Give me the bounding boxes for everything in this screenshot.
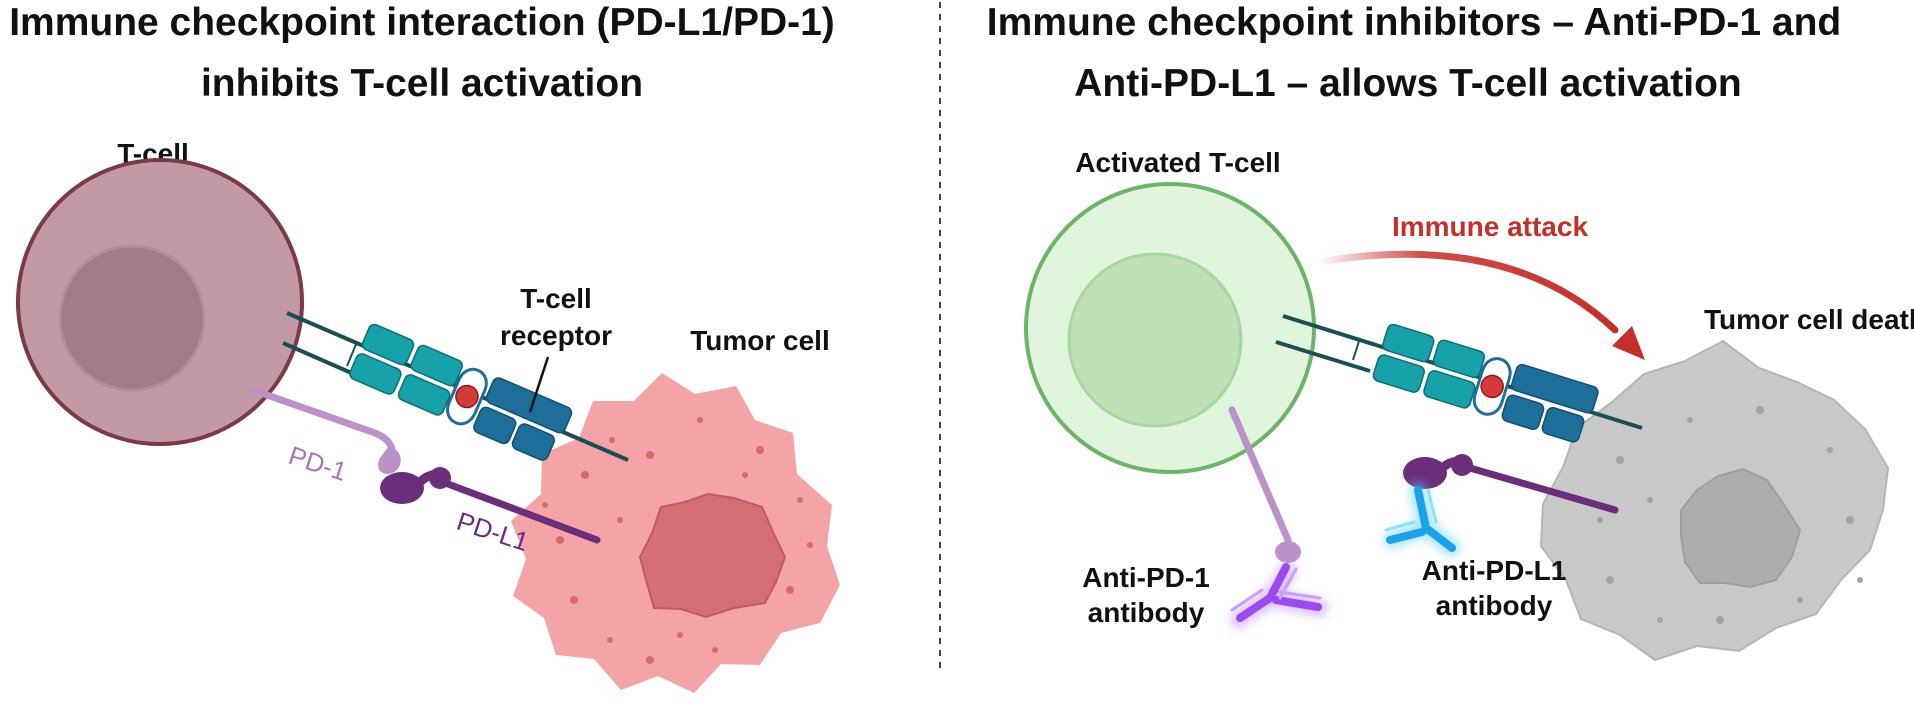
left-panel: Immune checkpoint interaction (PD-L1/PD-… (9, 1, 840, 693)
anti-pd-l1-antibody-icon (1384, 482, 1460, 556)
tumor-cell-label: Tumor cell (690, 325, 830, 356)
tcr-pointer-line (528, 356, 550, 413)
immune-attack-label: Immune attack (1392, 211, 1588, 242)
t-cell (16, 158, 304, 446)
tcr-label-line1: T-cell (520, 283, 592, 314)
pd-1-receptor-right (1228, 406, 1301, 563)
anti-pd-1-label-line2: antibody (1088, 597, 1205, 628)
dead-tumor-cell-nucleus (1680, 467, 1802, 589)
activated-tcell-label: Activated T-cell (1075, 147, 1280, 178)
pd-l1-ligand-right (1403, 454, 1619, 514)
anti-pd-1-label-line1: Anti-PD-1 (1082, 562, 1210, 593)
pd-l1-ligand (380, 467, 601, 544)
activated-t-cell (1024, 182, 1316, 474)
dead-tumor-cell-dots (1597, 406, 1863, 624)
pd-1-receptor (249, 386, 401, 474)
right-title-line2: Anti-PD-L1 – allows T-cell activation (1074, 62, 1741, 105)
anti-pd-l1-label-line1: Anti-PD-L1 (1422, 555, 1567, 586)
pd-1-label: PD-1 (285, 440, 351, 487)
tumor-cell-death-label: Tumor cell death (1704, 304, 1914, 335)
tcr-label-line2: receptor (500, 320, 612, 351)
t-cell-receptor-complex-right (1275, 314, 1643, 443)
antigen-icon (455, 384, 479, 409)
attack-arrowhead (1612, 326, 1645, 360)
immune-attack-arrow (1314, 250, 1645, 360)
tcr-domains (349, 323, 573, 461)
t-cell-nucleus (58, 244, 206, 392)
dead-tumor-cell (1539, 339, 1890, 662)
antigen-icon-right (1480, 374, 1504, 399)
t-cell-receptor-complex (282, 311, 629, 462)
left-title-line1: Immune checkpoint interaction (PD-L1/PD-… (9, 1, 835, 44)
tumor-cell (511, 373, 840, 693)
tumor-cell-dots (542, 417, 813, 664)
left-title-line2: inhibits T-cell activation (201, 62, 643, 105)
anti-pd-1-antibody-icon (1230, 562, 1328, 628)
right-panel: Immune checkpoint inhibitors – Anti-PD-1… (987, 1, 1914, 662)
anti-pd-l1-label-line2: antibody (1436, 590, 1553, 621)
tumor-cell-nucleus (638, 492, 787, 619)
right-title-line1: Immune checkpoint inhibitors – Anti-PD-1… (987, 1, 1841, 44)
activated-t-cell-nucleus (1067, 252, 1243, 428)
